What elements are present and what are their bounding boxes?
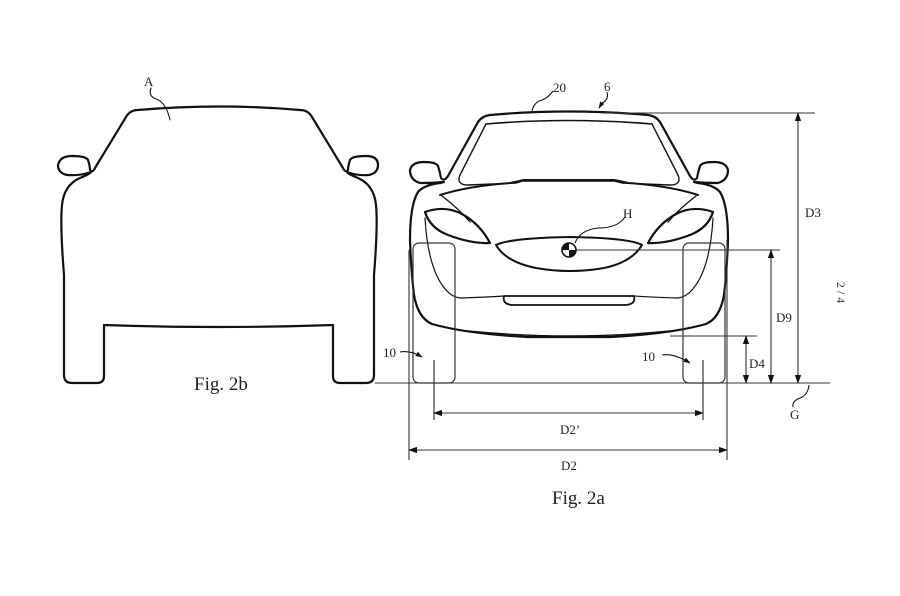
label-g: G bbox=[790, 407, 800, 422]
fig2a-tires bbox=[412, 242, 726, 420]
hub-center-symbol bbox=[561, 242, 577, 258]
label-20: 20 bbox=[553, 80, 566, 95]
label-10-right: 10 bbox=[642, 349, 655, 364]
label-6: 6 bbox=[604, 79, 611, 94]
label-h: H bbox=[623, 206, 633, 221]
fig2a-leader-lines bbox=[399, 90, 810, 408]
fig2b-caption: Fig. 2b bbox=[194, 374, 248, 395]
label-10-left: 10 bbox=[383, 345, 396, 360]
fig2a-vehicle-front bbox=[408, 110, 730, 339]
fig2b-vehicle-silhouette bbox=[56, 87, 380, 385]
dimension-d4: D4 bbox=[749, 356, 765, 371]
label-a: A bbox=[144, 74, 154, 89]
sheet-page-indicator: 2 / 4 bbox=[834, 281, 849, 304]
fig2a-caption: Fig. 2a bbox=[552, 488, 605, 509]
dimension-d9: D9 bbox=[776, 310, 792, 325]
fig2a-dimension-lines bbox=[375, 112, 830, 460]
dimension-d3: D3 bbox=[805, 205, 821, 220]
dimension-d2-prime: D2’ bbox=[560, 422, 581, 437]
dimension-d2: D2 bbox=[561, 458, 577, 473]
